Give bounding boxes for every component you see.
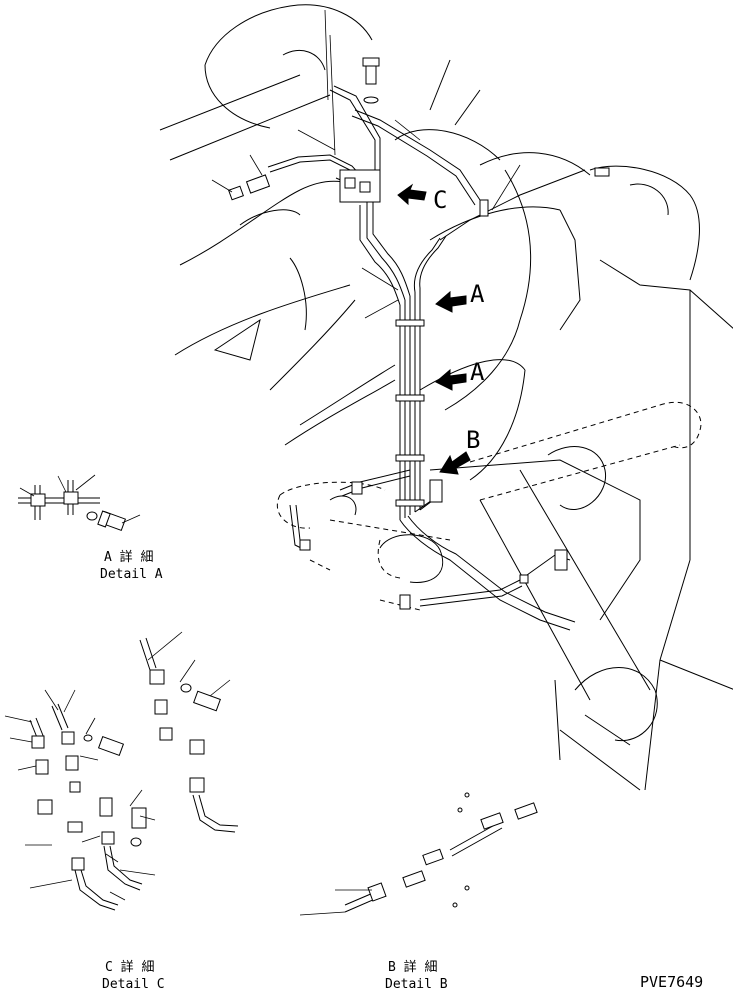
leader-lines xyxy=(211,9,521,319)
main-assembly-view: C A A B xyxy=(159,4,733,791)
detail-a-label-en: Detail A xyxy=(100,567,163,582)
detail-a-view: A 詳 細 Detail A xyxy=(18,474,163,582)
boom-outline xyxy=(159,4,733,791)
callout-arrow-c: C xyxy=(397,183,447,214)
callout-label-b: B xyxy=(466,426,480,454)
detail-c-label-en: Detail C xyxy=(102,977,165,992)
callout-label-c: C xyxy=(433,186,447,214)
detail-c-view: C 詳 細 Detail C xyxy=(4,631,239,992)
figure-code: PVE7649 xyxy=(640,973,703,991)
boom-cylinder xyxy=(276,401,702,746)
detail-b-label-en: Detail B xyxy=(385,977,448,992)
callout-arrow-b: B xyxy=(439,426,480,475)
pipe-bundle xyxy=(228,57,610,631)
callout-label-a-upper: A xyxy=(470,280,485,308)
detail-a-label-jp: A 詳 細 xyxy=(104,549,153,565)
callout-arrow-a-upper: A xyxy=(435,280,485,313)
detail-c-label-jp: C 詳 細 xyxy=(105,959,154,975)
callout-label-a-lower: A xyxy=(470,358,485,386)
detail-b-label-jp: B 詳 細 xyxy=(388,959,437,975)
detail-b-view: B 詳 細 Detail B xyxy=(299,792,538,992)
callout-arrow-a-lower: A xyxy=(435,358,485,391)
